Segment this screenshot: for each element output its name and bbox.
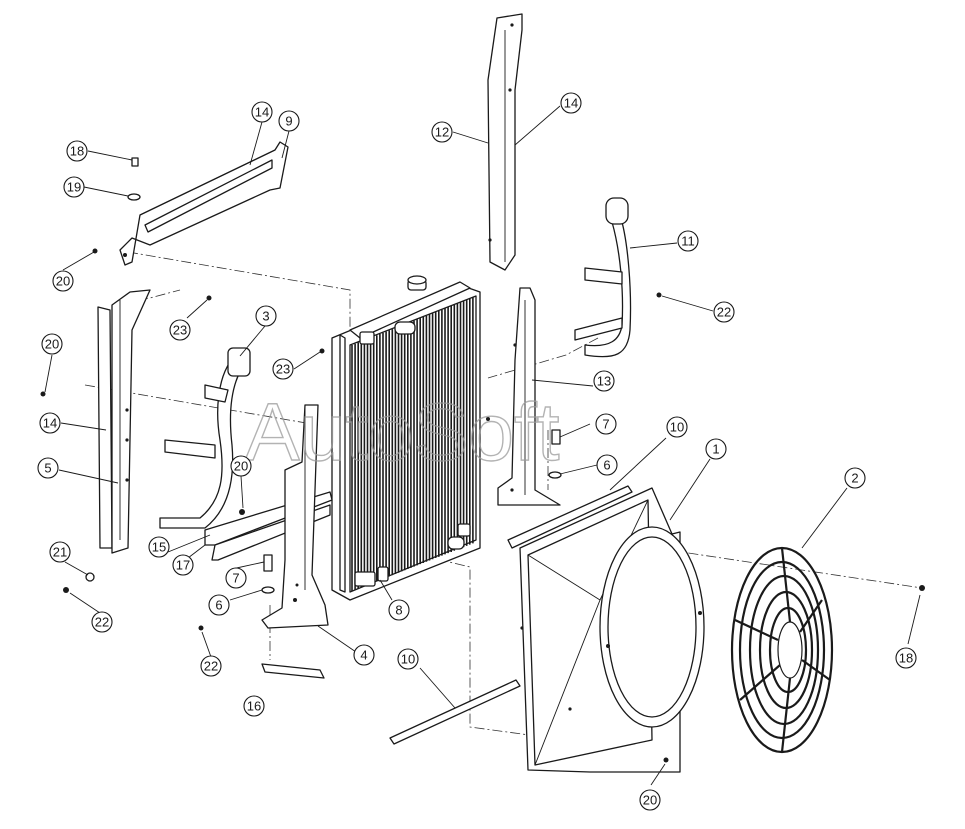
callout-bubbles: 14 9 18 19 20 23 20 14 5 21 22 3 23 20 1… [37,92,917,811]
svg-text:19: 19 [67,180,81,195]
right-upper-panel [487,13,523,271]
callout-20: 20 [230,455,252,477]
svg-text:7: 7 [602,417,609,432]
callout-14: 14 [560,92,582,114]
callout-3: 3 [255,305,277,327]
svg-text:11: 11 [681,234,695,249]
svg-text:10: 10 [401,652,415,667]
radiator-fins [351,297,474,591]
svg-text:14: 14 [255,105,269,120]
left-side-panel [40,289,212,554]
callout-23: 23 [169,319,191,341]
svg-text:9: 9 [285,114,292,129]
svg-text:6: 6 [603,458,610,473]
svg-text:5: 5 [44,461,51,476]
svg-text:22: 22 [95,615,109,630]
svg-text:14: 14 [43,416,57,431]
svg-text:22: 22 [717,305,731,320]
right-bracket [497,287,562,506]
vertical-mount [63,404,329,631]
support-arm-left [159,347,251,529]
callout-14: 14 [39,412,61,434]
svg-text:20: 20 [643,793,657,808]
svg-text:4: 4 [360,648,367,663]
callout-8: 8 [388,599,410,621]
callout-20: 20 [52,270,74,292]
callout-17: 17 [172,554,194,576]
fan-shroud [519,487,705,773]
leader-lines [44,105,921,786]
svg-text:21: 21 [53,545,67,560]
callout-10: 10 [397,648,419,670]
watermark-text: AutoSoft [245,387,560,478]
callout-21: 21 [49,541,71,563]
top-bracket [92,141,289,266]
svg-text:10: 10 [670,420,684,435]
callout-2: 2 [844,467,866,489]
svg-text:8: 8 [395,603,402,618]
callout-9: 9 [278,110,300,132]
callout-15: 15 [148,536,170,558]
svg-text:2: 2 [851,471,858,486]
callout-22: 22 [713,301,735,323]
radiator-core [319,275,490,601]
base-plate [261,663,325,679]
callout-18: 18 [895,647,917,669]
svg-text:17: 17 [176,558,190,573]
callout-6: 6 [208,594,230,616]
callout-14: 14 [251,101,273,123]
callout-5: 5 [37,457,59,479]
svg-text:14: 14 [564,96,578,111]
seal-strips [389,485,633,745]
callout-10: 10 [666,416,688,438]
callout-16: 16 [243,695,265,717]
svg-text:20: 20 [56,274,70,289]
callout-23: 23 [272,358,294,380]
svg-text:13: 13 [597,374,611,389]
fan-guard [730,546,925,754]
svg-text:7: 7 [232,571,239,586]
callout-7: 7 [595,413,617,435]
svg-text:20: 20 [234,459,248,474]
callout-19: 19 [63,176,85,198]
svg-text:20: 20 [45,337,59,352]
callout-20: 20 [41,333,63,355]
callout-4: 4 [353,644,375,666]
svg-text:23: 23 [276,362,290,377]
svg-text:22: 22 [204,659,218,674]
svg-text:16: 16 [247,699,261,714]
svg-text:1: 1 [712,442,719,457]
callout-7: 7 [225,567,247,589]
callout-20: 20 [639,789,661,811]
svg-text:15: 15 [152,540,166,555]
callout-1: 1 [705,438,727,460]
callout-18: 18 [66,140,88,162]
callout-22: 22 [200,655,222,677]
svg-text:18: 18 [70,144,84,159]
callout-13: 13 [593,370,615,392]
svg-text:23: 23 [173,323,187,338]
callout-22: 22 [91,611,113,633]
svg-text:12: 12 [435,125,449,140]
svg-text:6: 6 [215,598,222,613]
support-arm-right [574,197,662,358]
callout-11: 11 [677,230,699,252]
svg-text:3: 3 [262,309,269,324]
svg-text:18: 18 [899,651,913,666]
callout-6: 6 [596,454,618,476]
callout-12: 12 [431,121,453,143]
